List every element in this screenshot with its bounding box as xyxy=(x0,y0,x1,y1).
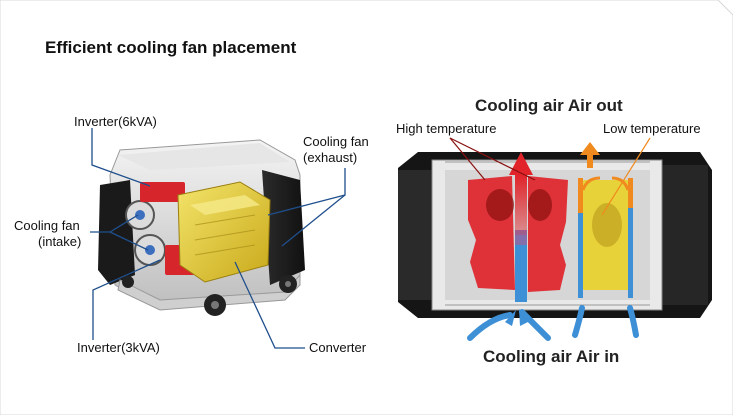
inverter-6kva-block xyxy=(140,182,185,202)
exhaust-panel xyxy=(262,170,305,285)
leader-high-temp-a xyxy=(449,137,486,181)
base-tray xyxy=(117,273,301,311)
leader-fan-intake-b xyxy=(109,231,149,251)
label-low-temperature: Low temperature xyxy=(603,121,701,136)
cool-duct-left xyxy=(578,178,583,298)
heading-air-out: Cooling air Air out xyxy=(475,96,623,115)
leader-fan-exhaust-b xyxy=(281,194,346,247)
hot-duct-lower xyxy=(515,230,527,302)
label-inverter-6kva: Inverter(6kVA) xyxy=(74,114,157,129)
label-cooling-fan-intake-line2: (intake) xyxy=(38,234,82,249)
hot-air-out-arrow xyxy=(509,152,533,175)
label-high-temperature: High temperature xyxy=(396,121,497,136)
exhaust-arrow xyxy=(580,142,600,168)
leader-converter xyxy=(234,261,305,349)
label-inverter-3kva: Inverter(3kVA) xyxy=(77,340,160,355)
intake-arrow-3 xyxy=(572,305,585,338)
leader-inverter-3kva xyxy=(92,259,161,340)
cool-duct-right xyxy=(628,178,633,298)
heading-air-in: Cooling air Air in xyxy=(483,347,620,366)
intake-arrow-1 xyxy=(467,312,513,341)
leader-high-temp-b xyxy=(449,137,536,181)
label-cooling-fan-exhaust-line1: Cooling fan xyxy=(303,134,369,149)
page-title: Efficient cooling fan placement xyxy=(45,38,297,57)
front-panel xyxy=(98,180,135,285)
leader-inverter-6kva xyxy=(91,128,151,187)
intake-arrow-4 xyxy=(627,305,639,338)
intake-arrow-2 xyxy=(519,309,551,341)
label-converter: Converter xyxy=(309,340,367,355)
label-cooling-fan-intake-line1: Cooling fan xyxy=(14,218,80,233)
leader-low-temp xyxy=(601,137,651,216)
label-cooling-fan-exhaust-line2: (exhaust) xyxy=(303,150,358,165)
hot-duct-upper xyxy=(515,175,527,235)
